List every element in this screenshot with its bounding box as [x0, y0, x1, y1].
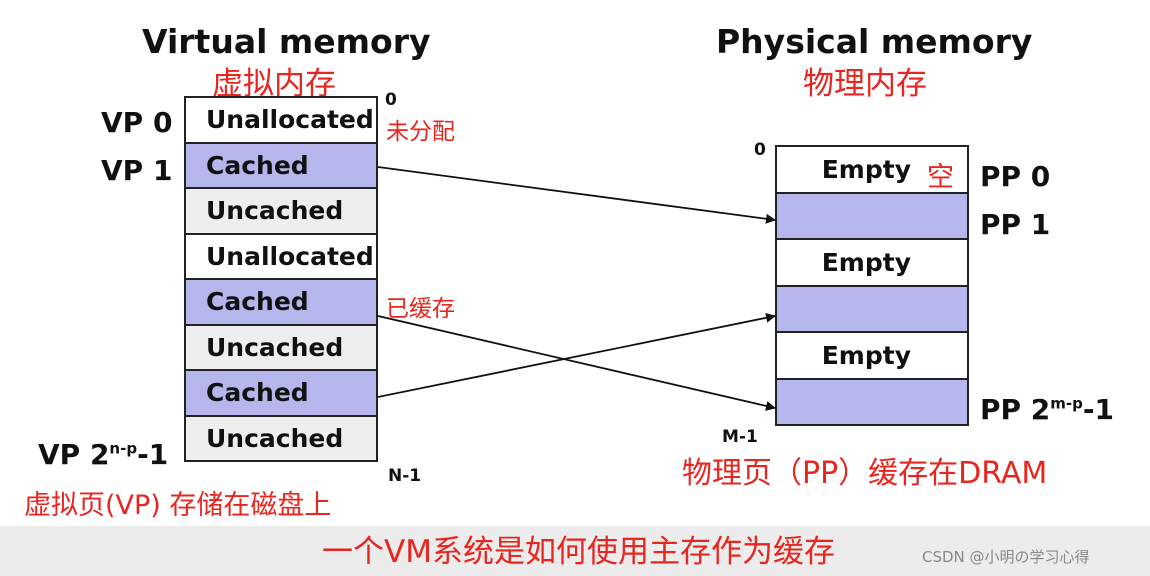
pp-last-tail: -1: [1082, 393, 1114, 426]
vp0-label: VP 0: [101, 106, 173, 139]
virtual-addr-bottom: N-1: [388, 466, 422, 486]
virtual-page-cell: Cached: [184, 141, 378, 189]
pp-last-base: PP 2: [980, 393, 1051, 426]
physical-page-cell: Empty: [775, 145, 969, 194]
pp0-label: PP 0: [980, 160, 1051, 193]
arrow-cached3-to-pp3: [377, 312, 776, 398]
physical-memory-table: Empty Empty Empty: [775, 145, 969, 426]
footer-caption: 一个VM系统是如何使用主存作为缓存: [322, 534, 835, 570]
vp1-label: VP 1: [101, 154, 173, 187]
virtual-page-cell: Uncached: [184, 414, 378, 462]
virtual-page-cell: Unallocated: [184, 232, 378, 280]
physical-page-cell: [775, 284, 969, 333]
dram-annotation: 物理页（PP）缓存在DRAM: [682, 456, 1048, 491]
virtual-page-cell: Cached: [184, 278, 378, 326]
physical-addr-top: 0: [754, 140, 766, 160]
vp-last-base: VP 2: [38, 438, 110, 471]
arrow-vp1-to-pp1: [377, 166, 776, 224]
disk-annotation: 虚拟页(VP) 存储在磁盘上: [24, 490, 332, 521]
physical-page-cell: Empty: [775, 331, 969, 380]
pp-last-label: PP 2m-p-1: [980, 393, 1114, 426]
physical-page-cell: [775, 191, 969, 240]
vp-last-label: VP 2n-p-1: [38, 438, 168, 471]
physical-memory-title-cn: 物理内存: [803, 66, 927, 102]
virtual-addr-top: 0: [385, 90, 397, 110]
virtual-page-cell: Uncached: [184, 323, 378, 371]
virtual-memory-table: Unallocated Cached Uncached Unallocated …: [184, 96, 378, 462]
physical-addr-bottom: M-1: [722, 427, 758, 447]
virtual-memory-title: Virtual memory: [142, 22, 431, 61]
vp-last-exponent: n-p: [109, 439, 138, 458]
physical-memory-title: Physical memory: [716, 22, 1033, 61]
cached-annotation: 已缓存: [386, 296, 455, 322]
unallocated-annotation: 未分配: [386, 119, 455, 145]
footer-bar: [0, 526, 1150, 576]
physical-page-cell: Empty: [775, 238, 969, 287]
pp-last-exponent: m-p: [1050, 394, 1083, 413]
virtual-page-cell: Unallocated: [184, 96, 378, 144]
vp-last-tail: -1: [137, 438, 169, 471]
empty-annotation: 空: [927, 162, 954, 193]
physical-page-cell: [775, 377, 969, 426]
watermark: CSDN @小明の学习心得: [922, 548, 1090, 566]
virtual-page-cell: Cached: [184, 369, 378, 417]
arrow-cached2-to-pplast: [377, 315, 776, 411]
pp1-label: PP 1: [980, 208, 1051, 241]
virtual-page-cell: Uncached: [184, 187, 378, 235]
